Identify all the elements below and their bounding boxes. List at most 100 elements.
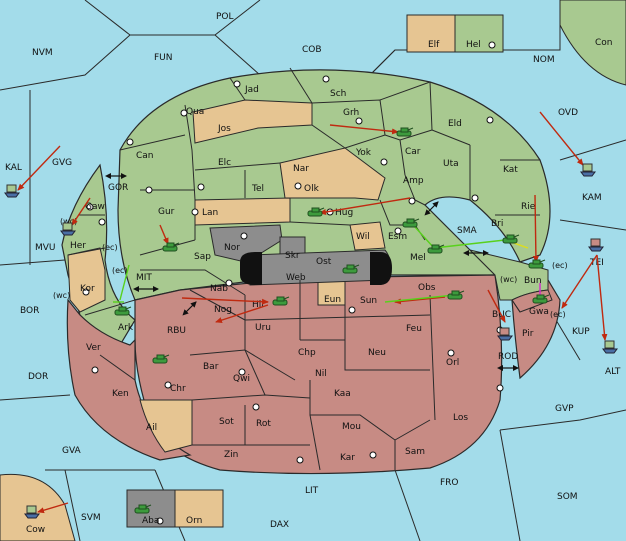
label-nar: Nar (293, 164, 309, 174)
label-bri: Bri (491, 219, 503, 229)
army-icon (402, 218, 420, 228)
black-cap-east (370, 252, 392, 285)
label-rod: ROD (498, 352, 518, 362)
label-wc-bun: (wc) (500, 275, 517, 284)
label-zin: Zin (224, 450, 238, 460)
label-gwa: Gwa (529, 307, 549, 317)
label-jad: Jad (244, 85, 259, 95)
territory-borders (67, 67, 540, 471)
order-lines (17, 111, 608, 514)
passage-arrows (105, 173, 519, 371)
label-nog: Nog (214, 305, 232, 315)
label-con: Con (595, 38, 613, 48)
label-los: Los (453, 413, 468, 423)
label-qwi: Qwi (233, 374, 250, 384)
label-lan: Lan (202, 208, 218, 218)
label-sma: SMA (457, 226, 477, 236)
label-uta: Uta (443, 159, 459, 169)
label-can: Can (136, 151, 154, 161)
label-svm: SVM (81, 513, 101, 523)
land-wil[interactable] (349, 221, 386, 251)
label-kam: KAM (582, 193, 602, 203)
label-sap: Sap (194, 252, 211, 262)
army-units (114, 127, 550, 514)
label-kal: KAL (5, 163, 22, 173)
label-dax: DAX (270, 520, 289, 530)
label-olk: Olk (304, 184, 320, 194)
west-arm-red[interactable] (66, 298, 192, 461)
coast-labels: (wc) (ec) (ec) (wc) (wc) (ec) (ec) (53, 217, 568, 319)
fleet-units (4, 163, 618, 519)
black-cap-west (240, 252, 262, 285)
label-ken: Ken (112, 389, 129, 399)
label-rie: Rie (521, 202, 536, 212)
army-icon (528, 259, 546, 269)
label-chr: Chr (170, 384, 186, 394)
label-ark: Ark (118, 323, 134, 333)
army-icon (114, 306, 132, 316)
land-hel[interactable] (454, 14, 504, 53)
label-ail: Ail (146, 423, 157, 433)
land-ail[interactable] (139, 399, 193, 453)
label-ec-gwa: (ec) (550, 310, 566, 319)
label-ec-her: (ec) (102, 243, 118, 252)
label-sot: Sot (219, 417, 234, 427)
land-labels: Elf Hel Jad Sch Qua Jos Grh Eld Can Yok … (70, 40, 549, 526)
label-nvm: NVM (32, 48, 53, 58)
label-mou: Mou (342, 422, 361, 432)
label-hel: Hel (466, 40, 481, 50)
label-ec-bun: (ec) (552, 261, 568, 270)
label-sam: Sam (405, 447, 425, 457)
label-jos: Jos (217, 124, 231, 134)
label-pol: POL (216, 12, 234, 22)
label-nom: NOM (533, 55, 555, 65)
fleet-icon (602, 340, 618, 354)
label-gur: Gur (158, 207, 175, 217)
label-ec-kor: (ec) (112, 266, 128, 275)
label-wil: Wil (356, 232, 370, 242)
fleet-icon (497, 327, 513, 341)
label-mit: MIT (136, 273, 152, 283)
label-pir: Pir (522, 329, 534, 339)
label-kaa: Kaa (334, 389, 351, 399)
label-gor: GOR (108, 183, 128, 193)
fleet-icon (60, 222, 76, 236)
label-hir: Hir (252, 300, 265, 310)
label-her: Her (70, 241, 86, 251)
label-chp: Chp (298, 348, 316, 358)
fleet-icon (4, 184, 20, 198)
label-neu: Neu (368, 348, 386, 358)
label-lit: LIT (305, 486, 319, 496)
army-icon (502, 234, 520, 244)
label-amp: Amp (403, 176, 424, 186)
label-alt: ALT (605, 367, 621, 377)
label-nor: Nor (224, 243, 240, 253)
land-ost[interactable] (249, 249, 391, 286)
label-ost: Ost (316, 257, 332, 267)
label-sch: Sch (330, 89, 346, 99)
label-eun: Eun (324, 295, 341, 305)
label-aba: Aba (142, 516, 159, 526)
land-orn[interactable] (174, 489, 224, 528)
label-obs: Obs (418, 283, 436, 293)
label-uru: Uru (255, 323, 271, 333)
land-kor[interactable] (67, 247, 106, 313)
fleet-icon (588, 238, 604, 252)
army-icon (152, 354, 170, 364)
fleet-icon (580, 163, 596, 177)
sea-labels: POL NVM FUN COB NOM Con KAL GVG GOR MVU … (5, 12, 621, 535)
army-icon (162, 242, 180, 252)
label-ver: Ver (86, 343, 101, 353)
army-icon (532, 294, 550, 304)
fleet-icon (24, 505, 40, 519)
label-yok: Yok (355, 148, 372, 158)
label-kat: Kat (503, 165, 518, 175)
label-mel: Mel (410, 253, 426, 263)
army-icon (447, 290, 465, 300)
label-ovd: OVD (558, 108, 578, 118)
label-elf: Elf (428, 40, 440, 50)
label-car: Car (405, 147, 421, 157)
land-elf[interactable] (406, 14, 456, 53)
label-eld: Eld (448, 119, 462, 129)
